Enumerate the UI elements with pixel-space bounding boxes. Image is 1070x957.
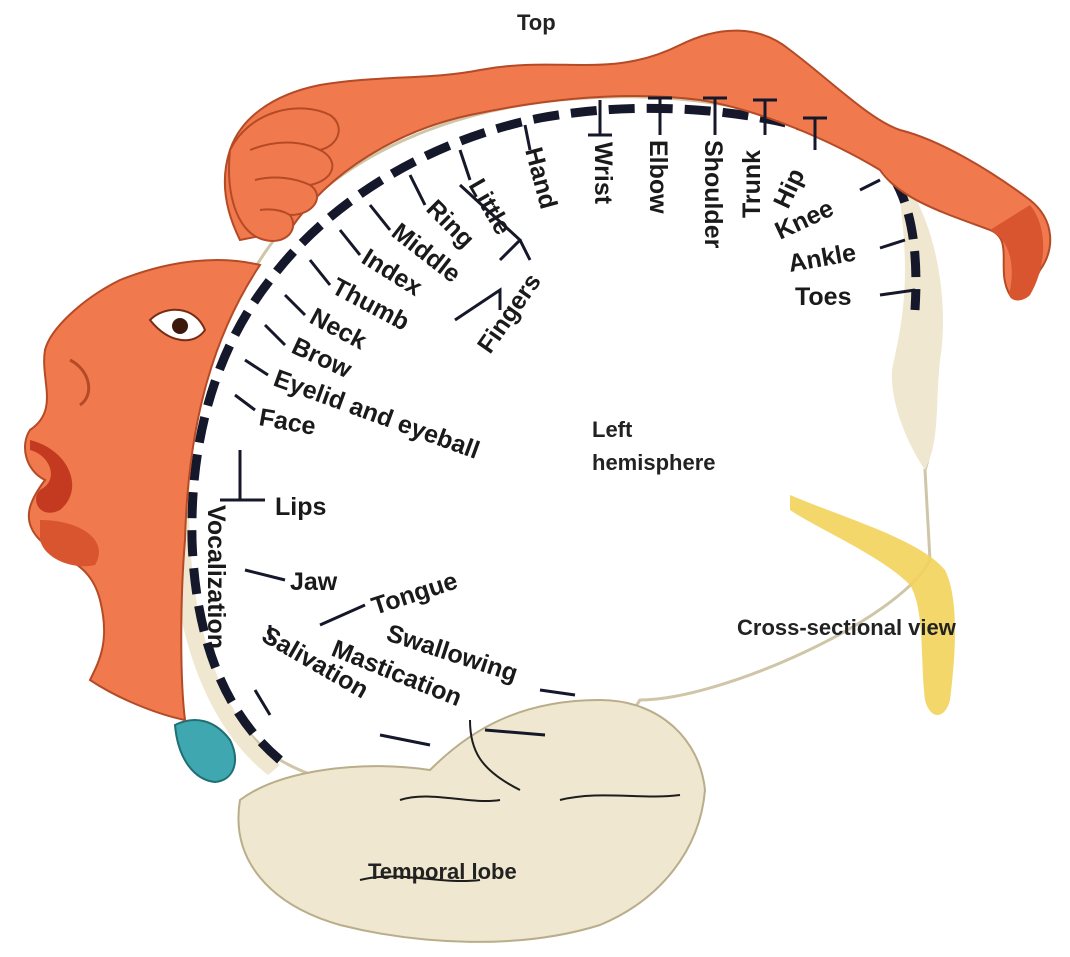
teal-tissue [175,720,235,782]
label-elbow: Elbow [644,140,672,214]
label-temporal-lobe: Temporal lobe [368,859,517,884]
label-trunk: Trunk [738,150,766,218]
label-left-hemisphere-2: hemisphere [592,450,716,475]
label-shoulder: Shoulder [699,140,727,249]
label-lips: Lips [275,493,326,521]
label-toes: Toes [795,283,852,311]
label-wrist: Wrist [589,142,617,205]
label-vocalization: Vocalization [202,505,230,649]
label-top: Top [517,10,556,35]
label-cross-section: Cross-sectional view [737,615,957,640]
label-jaw: Jaw [290,568,338,596]
homunculus-pupil [172,318,188,334]
label-left-hemisphere: Left [592,417,633,442]
